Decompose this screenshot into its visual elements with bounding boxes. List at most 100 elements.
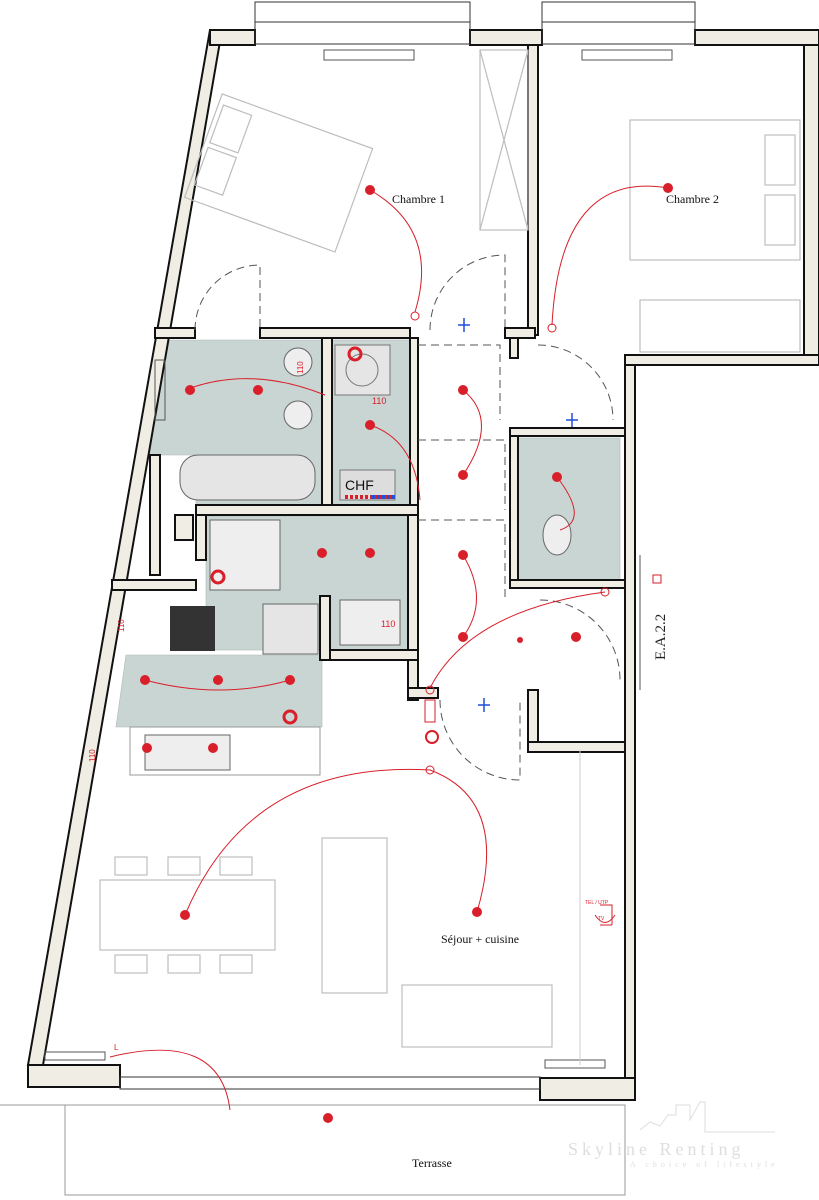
tv-outlet-icon [594, 904, 616, 926]
light-points [140, 183, 673, 1123]
window-bedroom2 [541, 1, 696, 45]
wall-left-exterior [26, 29, 224, 1066]
wire-wc [556, 476, 575, 531]
shower-room-sink [339, 599, 401, 646]
door-bedroom1-closet [194, 264, 261, 331]
boiler-label: CHF [345, 477, 374, 493]
ceiling-light-icon [323, 1113, 333, 1123]
doorbell-icon [425, 730, 439, 744]
tv-label: TV [598, 916, 605, 922]
ceiling-light-icon [185, 385, 195, 395]
wire-hall-1 [462, 389, 482, 476]
wire-bedroom2 [551, 185, 669, 326]
switch-icon [600, 587, 610, 597]
wall-wc-top [509, 427, 626, 437]
wall-top-mid [469, 29, 543, 46]
ceiling-light-icon [458, 470, 468, 480]
ceiling-light-icon [180, 910, 190, 920]
sink-2 [283, 400, 313, 430]
ceiling-light-icon [365, 420, 375, 430]
room-label-sejour: Séjour + cuisine [441, 932, 519, 946]
wire-bathroom [184, 378, 326, 396]
wall-storage-right [409, 337, 419, 509]
wall-wc-bottom [509, 579, 626, 589]
watermark-tagline: A choice of lifestyle [630, 1160, 779, 1169]
wire-living [184, 768, 488, 916]
electric-panel-icon [424, 699, 436, 723]
wall-shower-left [195, 514, 207, 561]
wire-hall-2 [462, 554, 477, 638]
switch-label: L [114, 1043, 119, 1052]
ceiling-light-icon [472, 907, 482, 917]
wall-bedroom2-bottom [624, 354, 819, 366]
furniture [99, 49, 801, 1065]
bed-bedroom2 [629, 119, 801, 261]
ceiling-light-icon [365, 185, 375, 195]
ceiling-light-icon [285, 675, 295, 685]
wall-shaft-box [149, 454, 161, 576]
ceiling-light-icon [208, 743, 218, 753]
ceiling-light-icon [213, 675, 223, 685]
circuit-label: 110 [88, 749, 97, 762]
watermark-logo: Skyline Renting A choice of lifestyle [568, 1101, 779, 1169]
wardrobe-cross [479, 49, 529, 231]
ceiling-light-icon [253, 385, 263, 395]
wall-wc-left [509, 427, 519, 589]
appliance-outlet-icon [347, 346, 363, 362]
switch-icon [425, 765, 435, 775]
ceiling-light-icon [663, 183, 673, 193]
windows [44, 1, 696, 1090]
circuit-label: 110 [381, 619, 395, 629]
wall-bedroom1-bottom-left [154, 327, 196, 339]
wire-storage [369, 424, 421, 501]
wire-entry [429, 591, 606, 689]
wall-right-living [624, 364, 636, 1101]
wall-top-right [694, 29, 819, 46]
bathtub [179, 454, 316, 501]
wall-kitchen-upper [319, 595, 331, 661]
wall-bath-storage [321, 337, 333, 509]
dining-table [99, 879, 276, 951]
room-label-terrasse: Terrasse [412, 1156, 452, 1170]
radiator-living-left [44, 1051, 106, 1061]
wall-bedroom-divider [527, 44, 539, 336]
radiator-living-right [544, 1059, 606, 1069]
shaft-label: E.A.2.2 [653, 614, 669, 660]
ceiling-light-icon [552, 472, 562, 482]
door-shower-room [418, 519, 506, 600]
plumbing-marks [458, 318, 578, 712]
wall-shower-right [407, 514, 419, 701]
wall-small-pillar [174, 514, 194, 541]
toilet [542, 514, 572, 556]
walls [26, 29, 819, 1101]
wall-shower-bottom [321, 649, 419, 661]
wall-bath-bottom [195, 504, 419, 516]
washing-machine [334, 344, 391, 396]
ceiling-light-icon [365, 548, 375, 558]
wall-right-bedroom2 [803, 44, 819, 366]
ceiling-light-icon [317, 548, 327, 558]
dining-chairs [114, 856, 253, 974]
door-entrance [439, 699, 521, 781]
wardrobe-bedroom1 [479, 49, 529, 231]
sofa-bottom [401, 984, 553, 1048]
cooktop [170, 606, 215, 651]
window-bedroom1 [254, 1, 471, 45]
ventilation-icon [478, 698, 490, 712]
circuit-label: 110 [372, 396, 386, 406]
watermark-brand: Skyline Renting [568, 1139, 745, 1159]
ceiling-light-icon [458, 550, 468, 560]
terrace [0, 1104, 626, 1196]
switch-icon [410, 311, 420, 321]
sink-1 [283, 347, 313, 377]
ceiling-light-icon [458, 385, 468, 395]
meter-icon [652, 574, 662, 584]
wall-hall-right [509, 337, 519, 359]
room-label-chambre1: Chambre 1 [392, 192, 445, 206]
ceiling-light-icon [458, 632, 468, 642]
ventilation-icon [458, 318, 470, 332]
bed-bedroom1 [183, 93, 374, 253]
kitchen-sink [144, 734, 231, 771]
circuit-label: 110 [117, 619, 126, 632]
